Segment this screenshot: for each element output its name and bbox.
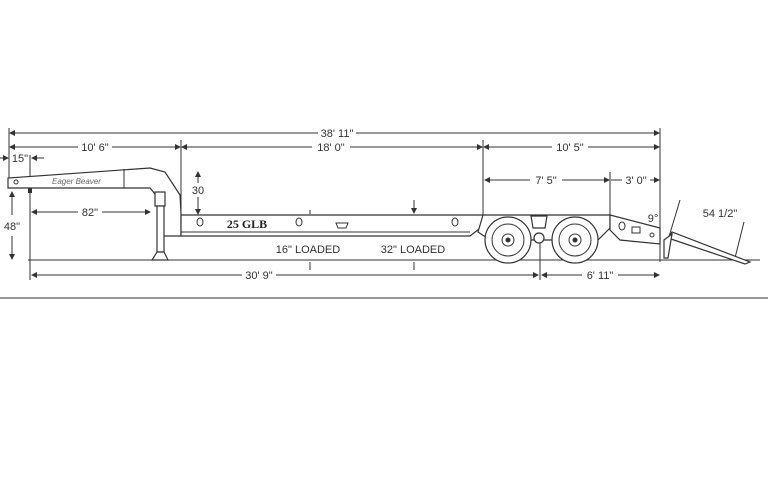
model-label: 25 GLB xyxy=(227,217,267,231)
wheel-rear xyxy=(551,216,599,264)
gooseneck-height: 48" xyxy=(4,221,20,233)
beavertail xyxy=(609,214,752,265)
rear-length: 10' 5" xyxy=(556,142,584,154)
gooseneck-length: 10' 6" xyxy=(81,142,109,154)
kingpin-offset: 15" xyxy=(12,153,28,165)
dimension-labels: 38' 11" 10' 6" 18' 0" 10' 5" 7' 5" 3' 0"… xyxy=(4,128,737,282)
dimension-lines xyxy=(0,130,745,278)
swing-clearance: 82" xyxy=(82,207,98,219)
axle-section xyxy=(477,214,611,264)
ramp xyxy=(667,231,752,265)
beavertail-length: 3' 0" xyxy=(625,175,646,187)
deck xyxy=(180,214,484,237)
deck-height-rear: 32" LOADED xyxy=(381,244,445,256)
logo: Eager Beaver xyxy=(52,177,101,186)
deck-height-front: 16" LOADED xyxy=(276,244,340,256)
axle-section-length: 7' 5" xyxy=(535,175,556,187)
ramp-length: 54 1/2" xyxy=(703,208,738,220)
wheel-front xyxy=(484,216,532,264)
beavertail-angle: 9° xyxy=(648,213,659,225)
landing-gear xyxy=(150,191,169,261)
deck-length: 18' 0" xyxy=(317,142,345,154)
neck-height: 30 xyxy=(192,185,204,197)
kingpin-to-axle: 30' 9" xyxy=(245,270,273,282)
overall-length: 38' 11" xyxy=(321,128,354,140)
axle-to-rear: 6' 11" xyxy=(587,270,614,282)
